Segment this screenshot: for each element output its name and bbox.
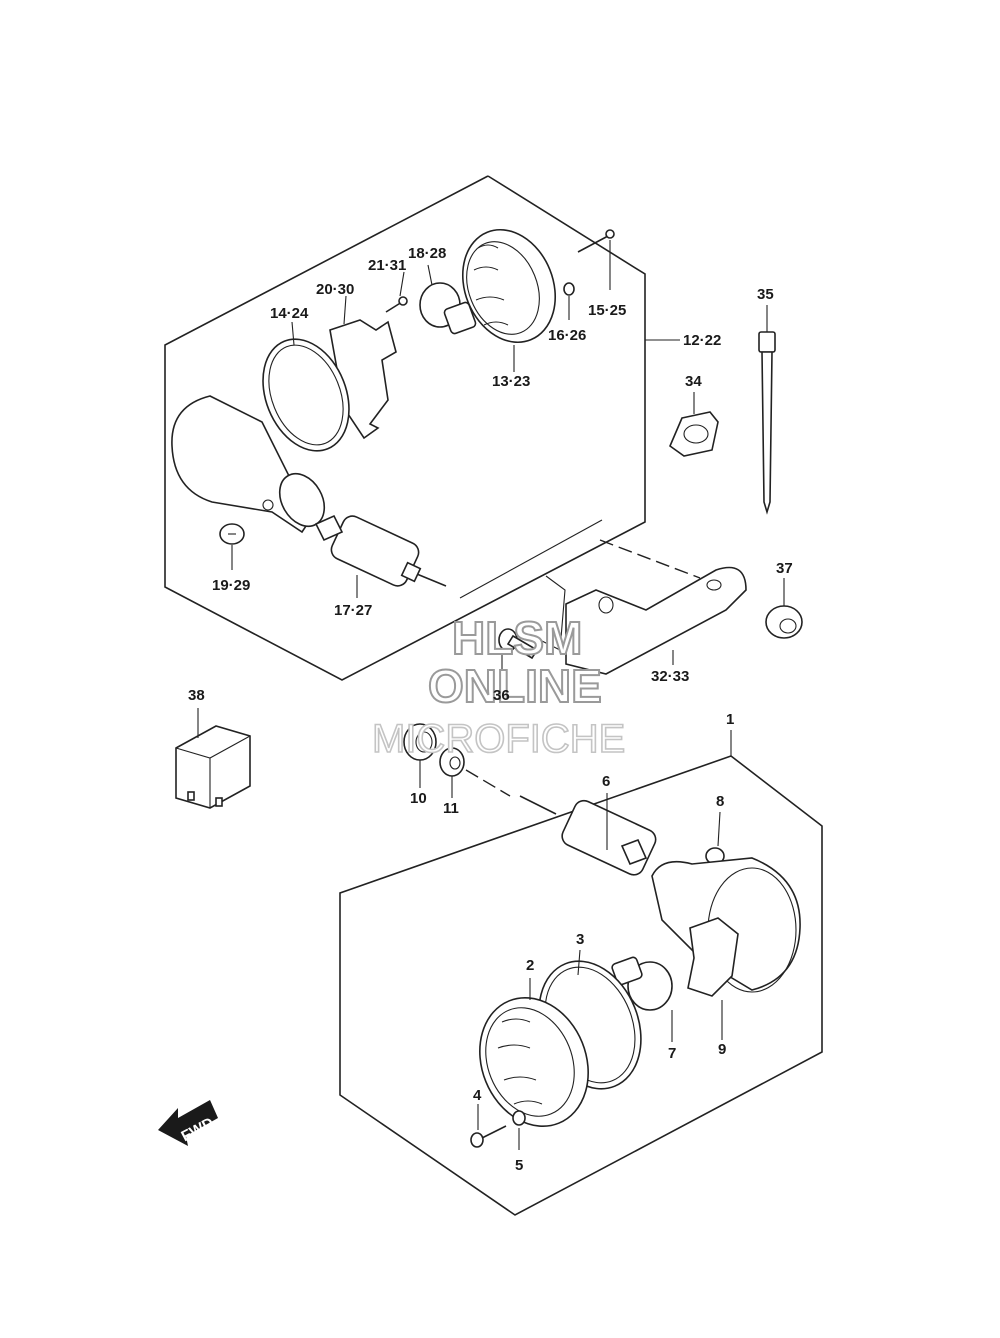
wire-clamp bbox=[669, 392, 719, 457]
lower-lens-screw bbox=[470, 1104, 507, 1148]
upper-socket bbox=[314, 514, 447, 598]
cable-tie bbox=[758, 305, 776, 515]
label-13-23: 13·23 bbox=[492, 373, 530, 390]
upper-housing bbox=[171, 395, 326, 534]
label-6: 6 bbox=[602, 773, 610, 790]
label-17-27: 17·27 bbox=[334, 602, 372, 619]
label-7: 7 bbox=[668, 1045, 676, 1062]
mount-bracket bbox=[539, 566, 747, 675]
label-19-29: 19·29 bbox=[212, 577, 250, 594]
label-4: 4 bbox=[473, 1087, 482, 1104]
upper-washer bbox=[563, 282, 575, 320]
bracket-bolt bbox=[498, 628, 539, 685]
leader-dash-upper bbox=[599, 539, 701, 579]
upper-mount-screw bbox=[219, 523, 245, 570]
label-5: 5 bbox=[515, 1157, 523, 1174]
label-2: 2 bbox=[526, 957, 534, 974]
grommet-nut bbox=[439, 747, 511, 798]
label-9: 9 bbox=[718, 1041, 726, 1058]
label-37: 37 bbox=[776, 560, 793, 577]
upper-rim-ring bbox=[262, 321, 350, 452]
grommet bbox=[403, 723, 437, 788]
forward-arrow-icon: FWD bbox=[158, 1100, 218, 1146]
leader-upper-right bbox=[459, 519, 603, 599]
label-35: 35 bbox=[757, 286, 774, 303]
label-8: 8 bbox=[716, 793, 724, 810]
part-labels: 18·28 21·31 20·30 14·24 15·25 16·26 12·2… bbox=[188, 245, 793, 1174]
lower-bulb bbox=[611, 956, 673, 1042]
label-10: 10 bbox=[410, 790, 427, 807]
lower-socket-bracket bbox=[687, 917, 739, 1040]
upper-assembly-outline bbox=[164, 175, 680, 681]
label-36: 36 bbox=[493, 687, 510, 704]
label-21-31: 21·31 bbox=[368, 257, 406, 274]
upper-small-screw bbox=[385, 271, 408, 313]
upper-lens-screw bbox=[577, 229, 615, 290]
watermark-line3: MICROFICHE bbox=[372, 717, 625, 761]
watermark-line1: HLSM bbox=[452, 612, 582, 664]
upper-lens bbox=[461, 228, 557, 372]
label-16-26: 16·26 bbox=[548, 327, 586, 344]
lower-assembly-outline bbox=[339, 730, 823, 1216]
watermark: HLSM ONLINE MICROFICHE bbox=[371, 611, 626, 762]
label-12-22: 12·22 bbox=[683, 332, 721, 349]
upper-bulb bbox=[419, 264, 477, 335]
label-34: 34 bbox=[685, 373, 702, 390]
label-15-25: 15·25 bbox=[588, 302, 626, 319]
lower-washer bbox=[512, 1110, 526, 1150]
label-11: 11 bbox=[443, 800, 459, 817]
label-18-28: 18·28 bbox=[408, 245, 446, 262]
label-32-33: 32·33 bbox=[651, 668, 689, 685]
flange-nut bbox=[765, 578, 803, 639]
label-1: 1 bbox=[726, 711, 734, 728]
lower-small-screw bbox=[705, 811, 725, 865]
label-3: 3 bbox=[576, 931, 584, 948]
lower-lens bbox=[479, 978, 589, 1128]
label-38: 38 bbox=[188, 687, 205, 704]
label-14-24: 14·24 bbox=[270, 305, 309, 322]
flasher-relay bbox=[175, 708, 251, 809]
lower-socket bbox=[519, 793, 657, 876]
watermark-line2: ONLINE bbox=[428, 660, 602, 712]
label-20-30: 20·30 bbox=[316, 281, 354, 298]
